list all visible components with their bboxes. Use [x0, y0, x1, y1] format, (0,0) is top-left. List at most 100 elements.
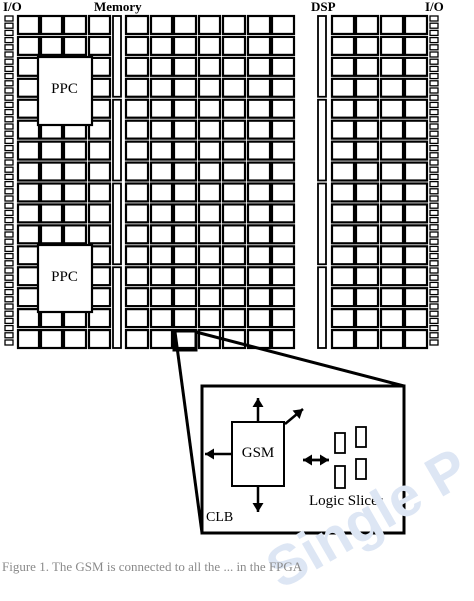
- figure-caption: Figure 1. The GSM is connected to all th…: [2, 559, 303, 574]
- clb-cell: [354, 328, 380, 350]
- clb-cell: [124, 182, 150, 203]
- io-pad-left: [4, 152, 14, 159]
- clb-cell: [124, 245, 150, 266]
- clb-cell: [403, 287, 429, 308]
- clb-label: CLB: [206, 510, 234, 525]
- clb-cell: [221, 287, 247, 308]
- clb-cell: [16, 328, 41, 350]
- clb-cell: [16, 266, 41, 287]
- clb-cell: [124, 266, 150, 287]
- clb-cell: [330, 56, 356, 77]
- clb-cell: [87, 35, 112, 56]
- clb-cell: [354, 308, 380, 329]
- io-pad-left: [4, 231, 14, 238]
- clb-cell: [124, 140, 150, 161]
- clb-cell: [330, 98, 356, 119]
- clb-cell: [124, 56, 150, 77]
- io-pad-right: [429, 44, 439, 51]
- dsp-block: [317, 182, 327, 266]
- io-pad-right: [429, 152, 439, 159]
- memory-block: [112, 266, 122, 349]
- io-pad-right: [429, 303, 439, 310]
- clb-cell: [197, 140, 222, 161]
- clb-cell: [172, 35, 198, 56]
- clb-cell: [197, 14, 222, 36]
- clb-cell: [330, 182, 356, 203]
- io-pad-left: [4, 252, 14, 260]
- clb-cell: [403, 140, 429, 161]
- clb-cell: [221, 161, 247, 182]
- clb-cell: [197, 35, 222, 56]
- clb-cell: [330, 266, 356, 287]
- clb-cell: [246, 182, 272, 203]
- clb-cell: [403, 14, 429, 36]
- io-pad-right: [429, 94, 439, 101]
- clb-cell: [330, 119, 356, 140]
- clb-cell: [330, 140, 356, 161]
- clb-cell: [270, 245, 296, 266]
- clb-cell: [16, 161, 41, 182]
- clb-cell: [221, 245, 247, 266]
- clb-cell: [403, 77, 429, 98]
- io-pad-right: [429, 202, 439, 209]
- io-pad-left: [4, 65, 14, 73]
- io-pad-right: [429, 339, 439, 346]
- clb-cell: [124, 35, 150, 56]
- clb-cell: [172, 119, 198, 140]
- clb-cell: [124, 119, 150, 140]
- io-pad-right: [429, 137, 439, 145]
- clb-cell: [379, 182, 405, 203]
- clb-cell: [270, 161, 296, 182]
- clb-cell: [354, 245, 380, 266]
- clb-cell: [354, 119, 380, 140]
- io-pad-left: [4, 195, 14, 202]
- clb-cell: [354, 98, 380, 119]
- io-pad-right: [429, 209, 439, 217]
- clb-cell: [221, 35, 247, 56]
- clb-cell: [221, 119, 247, 140]
- clb-cell: [221, 266, 247, 287]
- clb-cell: [403, 224, 429, 245]
- clb-cell: [172, 77, 198, 98]
- clb-cell: [197, 119, 222, 140]
- clb-cell: [39, 140, 64, 161]
- clb-cell: [149, 203, 174, 224]
- clb-cell: [246, 77, 272, 98]
- clb-cell: [87, 161, 112, 182]
- clb-cell: [16, 56, 41, 77]
- clb-cell: [379, 161, 405, 182]
- io-pad-right: [429, 224, 439, 231]
- clb-cell: [330, 287, 356, 308]
- clb-cell: [354, 140, 380, 161]
- io-pad-right: [429, 216, 439, 224]
- clb-cell: [149, 266, 174, 287]
- clb-cell: [172, 140, 198, 161]
- clb-cell: [197, 287, 222, 308]
- clb-cell: [124, 98, 150, 119]
- clb-cell: [379, 224, 405, 245]
- clb-cell: [197, 98, 222, 119]
- clb-cell: [39, 161, 64, 182]
- clb-cell: [16, 287, 41, 308]
- clb-cell: [379, 245, 405, 266]
- clb-cell: [87, 182, 112, 203]
- clb-cell: [149, 224, 174, 245]
- clb-cell: [354, 224, 380, 245]
- io-pad-left: [4, 94, 14, 101]
- gsm-label: GSM: [241, 445, 275, 461]
- io-pad-left: [4, 310, 14, 317]
- clb-cell: [87, 140, 112, 161]
- clb-cell: [221, 203, 247, 224]
- io-pad-left: [4, 44, 14, 51]
- clb-cell: [403, 161, 429, 182]
- clb-cell: [379, 287, 405, 308]
- clb-cell: [16, 35, 41, 56]
- clb-cell: [62, 161, 88, 182]
- io-left-label: I/O: [3, 0, 22, 14]
- clb-cell: [197, 308, 222, 329]
- clb-cell: [16, 224, 41, 245]
- clb-cell: [246, 14, 272, 36]
- clb-cell: [87, 224, 112, 245]
- io-pad-right: [429, 281, 439, 289]
- io-pad-left: [4, 202, 14, 209]
